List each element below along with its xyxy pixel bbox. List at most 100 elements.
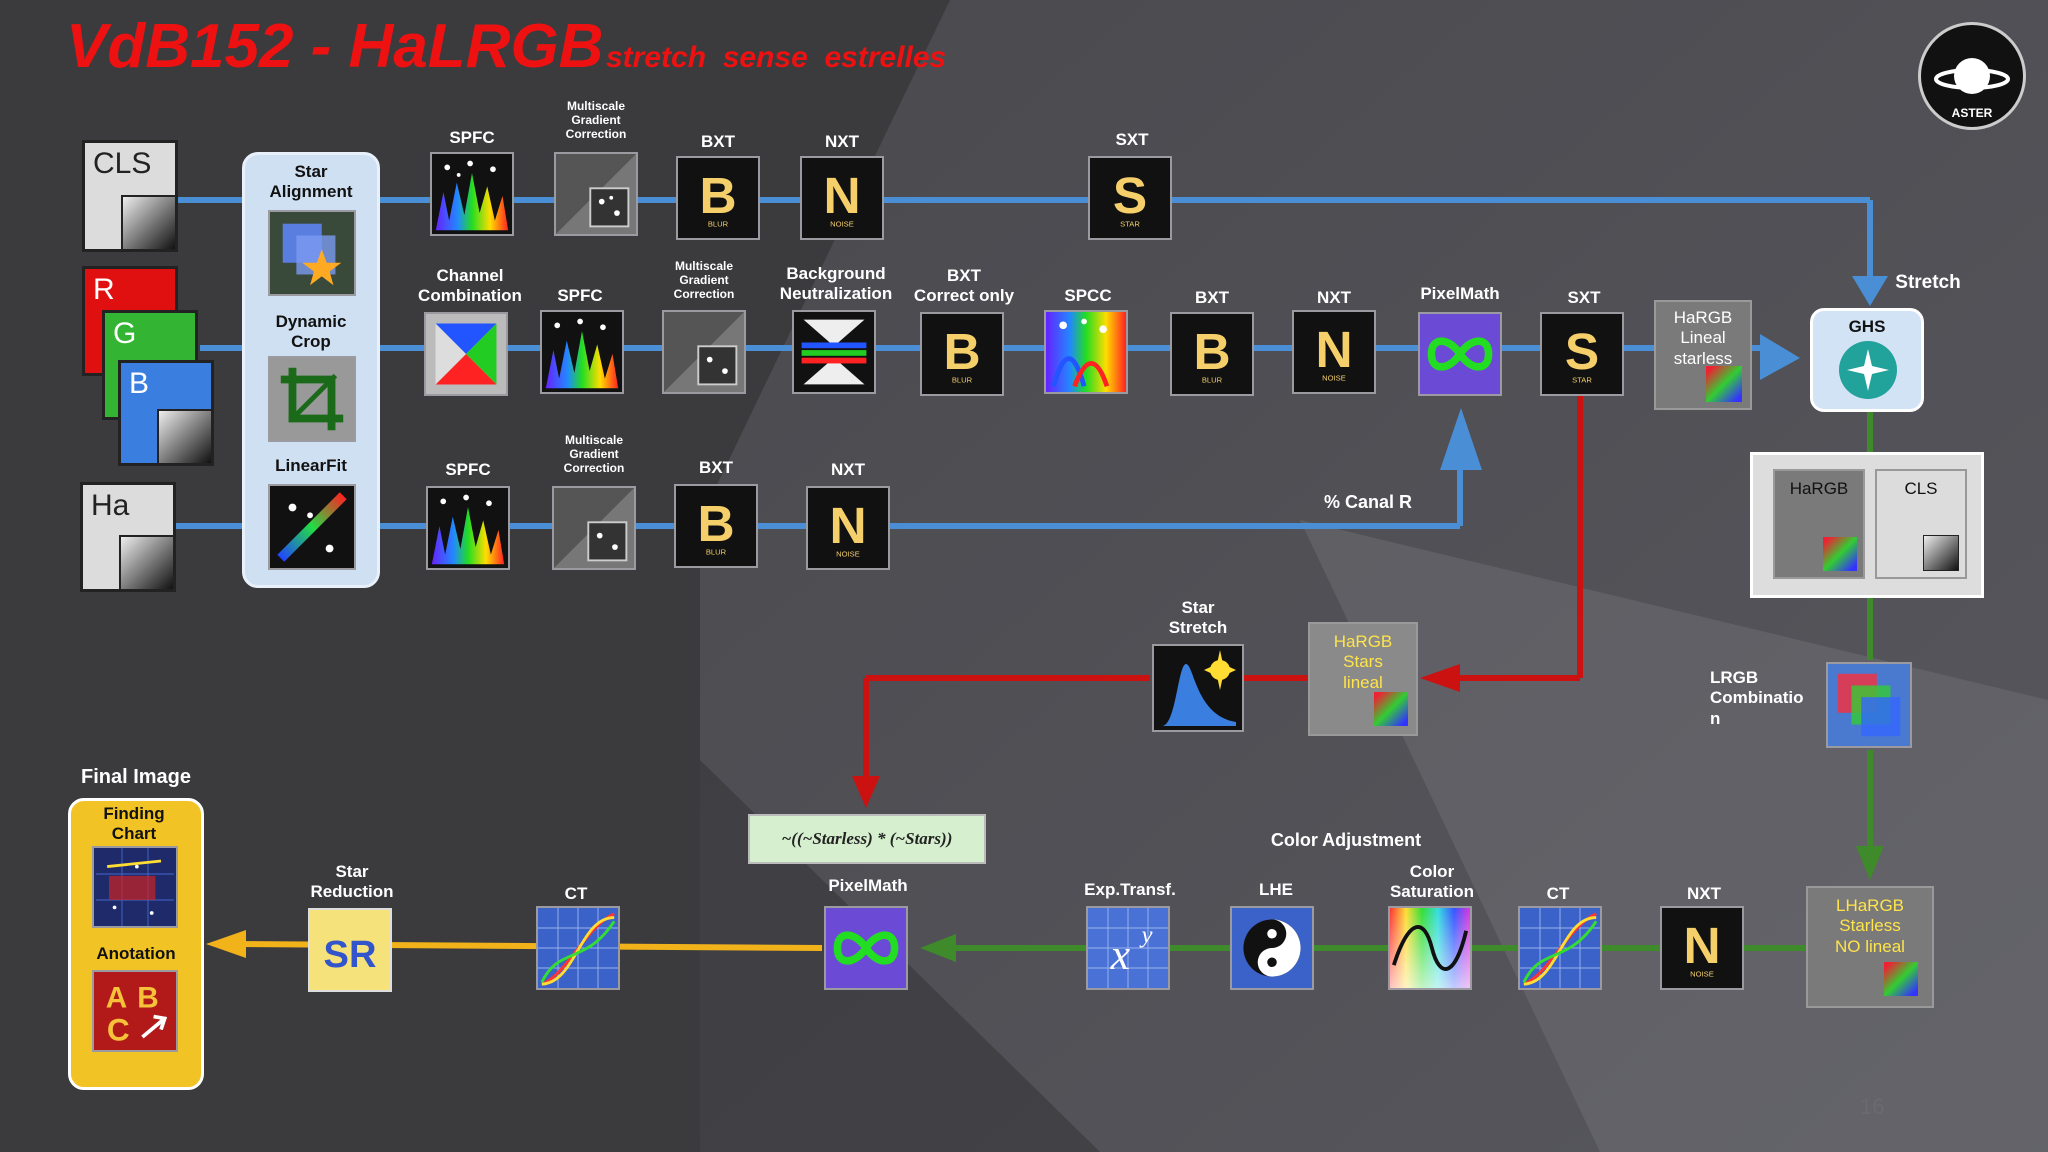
ghs-icon (1839, 341, 1897, 399)
svg-text:BLUR: BLUR (1202, 376, 1223, 385)
color-saturation-label: Color Saturation (1389, 862, 1475, 901)
anotation-label: Anotation (96, 944, 176, 963)
star-reduction-icon: SR (310, 910, 390, 990)
svg-text:S: S (1113, 166, 1147, 224)
row2-mgc-label: Multiscale Gradient Correction (673, 259, 735, 301)
svg-text:SR: SR (324, 934, 377, 976)
finding-chart-tool[interactable] (92, 846, 178, 928)
cls-stretched: CLS (1875, 469, 1967, 579)
ghs-box[interactable]: GHS (1810, 308, 1924, 412)
spectrum-icon (435, 160, 509, 231)
bottom-pixelmath-label: PixelMath (828, 876, 908, 895)
svg-text:N: N (1683, 916, 1720, 974)
background-neutralization-tool[interactable] (792, 310, 876, 394)
row1-bxt-label: BXT (701, 132, 735, 151)
pixelmath-icon (1420, 314, 1500, 394)
star-reduction-tool[interactable]: SR (308, 908, 392, 992)
lrgb-combination-tool[interactable] (1826, 662, 1912, 748)
aster-logo: ASTER (1918, 22, 2026, 130)
gradient-correction-icon (556, 154, 636, 234)
row3-spfc-label: SPFC (445, 460, 491, 479)
bottom-pixelmath-tool[interactable] (824, 906, 908, 990)
star-stretch-tool[interactable] (1152, 644, 1244, 732)
svg-text:B: B (697, 494, 734, 552)
linearfit-icon (277, 492, 347, 562)
page-number: 16 (1860, 1094, 1885, 1119)
row1-spfc-label: SPFC (449, 128, 495, 147)
color-saturation-tool[interactable] (1388, 906, 1472, 990)
svg-text:NOISE: NOISE (1690, 970, 1714, 979)
hargb-stars-box: HaRGB Stars lineal (1308, 622, 1418, 736)
row1-mgc-label: Multiscale Gradient Correction (565, 99, 627, 141)
hargb-stretched: HaRGB (1773, 469, 1865, 579)
ha-label: Ha (91, 489, 130, 522)
channel-combination-tool[interactable] (424, 312, 508, 396)
row1-spfc-tool[interactable] (430, 152, 514, 236)
crop-icon (280, 367, 344, 431)
svg-text:STAR: STAR (1572, 376, 1592, 385)
row3-spfc-tool[interactable] (426, 486, 510, 570)
stretch-outputs-box: HaRGB CLS (1750, 452, 1984, 598)
svg-text:S: S (1565, 322, 1599, 380)
lhargb-starless-label: LHaRGB Starless NO lineal (1835, 896, 1905, 956)
star-reduction-label: Star Reduction (310, 862, 394, 901)
spcc-icon (1046, 312, 1126, 392)
spcc-tool[interactable] (1044, 310, 1128, 394)
cls-input: CLS (82, 140, 178, 252)
curves-icon (538, 908, 618, 988)
svg-text:NOISE: NOISE (1322, 374, 1346, 383)
canal-r-label: % Canal R (1323, 492, 1413, 512)
svg-text:B: B (943, 322, 980, 380)
yin-yang-icon (1232, 908, 1312, 988)
svg-text:y: y (1139, 921, 1153, 948)
svg-text:BLUR: BLUR (706, 548, 727, 557)
bottom-ct-tool[interactable] (1518, 906, 1602, 990)
row2-pixelmath-tool[interactable] (1418, 312, 1502, 396)
row2-mgc-tool[interactable] (662, 310, 746, 394)
page-title: VdB152 - HaLRGB (66, 12, 604, 81)
star-alignment-label: Star Alignment (269, 162, 353, 201)
cls-swatch (1923, 535, 1959, 571)
planet-icon: ASTER (1934, 58, 2010, 120)
svg-text:A: A (106, 981, 127, 1014)
svg-text:B: B (1193, 322, 1230, 380)
row3-mgc-tool[interactable] (552, 486, 636, 570)
linearfit-tool[interactable] (268, 484, 356, 570)
lhe-tool[interactable] (1230, 906, 1314, 990)
star-alignment-tool[interactable] (268, 210, 356, 296)
bottom-ct2-tool[interactable] (536, 906, 620, 990)
svg-text:B: B (137, 981, 158, 1014)
formula-text: ~((~Starless) * (~Stars)) (781, 829, 953, 848)
lrgb-combination-icon (1828, 664, 1910, 746)
cls-label: CLS (93, 147, 152, 180)
row2-sxt-label: SXT (1567, 288, 1601, 307)
row2-spfc-tool[interactable] (540, 310, 624, 394)
star-stretch-label: Star Stretch (1168, 598, 1228, 637)
row1-mgc-tool[interactable] (554, 152, 638, 236)
spectrum-icon (545, 318, 619, 389)
dynamic-crop-tool[interactable] (268, 356, 356, 442)
row2-bxt-label: BXT (1195, 288, 1229, 307)
rgb-swatch (1823, 537, 1857, 571)
background-neutralization-icon (801, 319, 867, 385)
svg-text:ASTER: ASTER (1952, 106, 1993, 120)
ha-input: Ha (80, 482, 176, 592)
